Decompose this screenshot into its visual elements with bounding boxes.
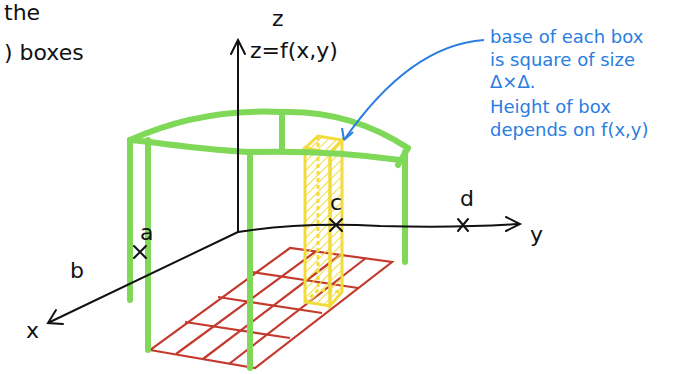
leader-arrow: [342, 128, 353, 140]
axis-label: z: [272, 6, 284, 31]
axis-label: x: [26, 318, 39, 343]
bound-label: b: [70, 258, 84, 283]
axes: [48, 40, 520, 324]
function-label: z=f(x,y): [250, 38, 338, 63]
note-text: ) boxes: [4, 40, 84, 65]
annotation: base of each box is square of size Δ×Δ.: [490, 26, 658, 94]
surface: [130, 112, 408, 368]
bound-label: c: [330, 190, 342, 215]
leader-line: [344, 40, 484, 140]
bound-label: a: [140, 220, 153, 245]
axis-label: y: [530, 222, 543, 247]
note-text: the: [4, 0, 40, 25]
yellow-box: [305, 136, 342, 306]
annotation: Height of box depends on f(x,y): [490, 96, 658, 141]
bound-label: d: [460, 186, 474, 211]
base-grid: [150, 248, 392, 368]
